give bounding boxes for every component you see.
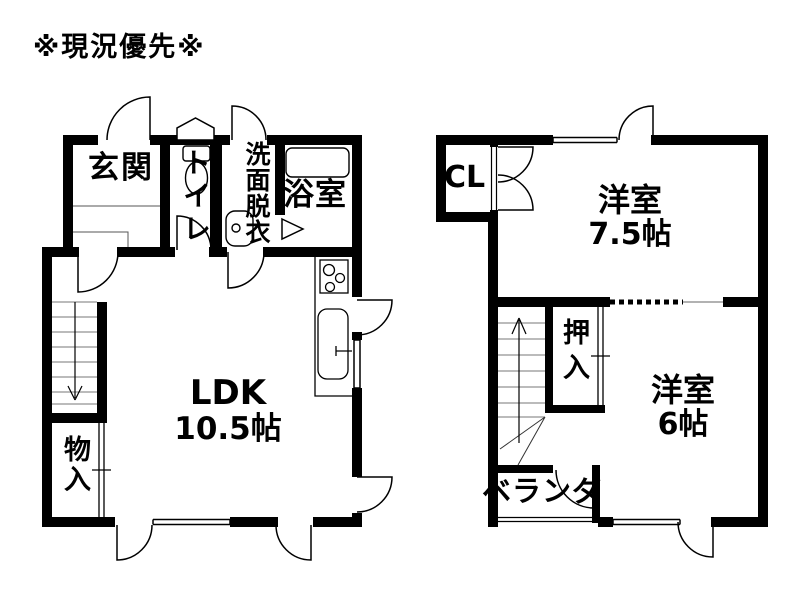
oshiire-sliding-door: [591, 307, 610, 405]
kitchen-window: [353, 339, 361, 389]
label-ldk-size: 10.5帖: [174, 411, 282, 447]
entrance-door-swing: [106, 96, 151, 141]
ldk-bottom-window: [152, 518, 231, 526]
label-west-room1-size: 7.5帖: [588, 217, 672, 252]
label-west-room1-name: 洋室: [597, 181, 662, 219]
label-oshiire: 押入: [558, 318, 589, 388]
stair-down-arrow-icon: [67, 302, 83, 401]
label-genkan: 玄関: [88, 150, 154, 186]
kitchen-side-door-swing: [356, 299, 393, 336]
floor2-walls: [436, 135, 768, 527]
bay-pentagon-icon: [176, 117, 215, 141]
veranda-railing: [498, 516, 592, 523]
bath-folding-door-icon: [281, 217, 305, 241]
ldk-bottom-left-door-swing: [116, 524, 153, 561]
genkan-step-lines: [73, 205, 160, 247]
label-west-room2-name: 洋室: [650, 371, 715, 409]
door-swings-1f: [77, 96, 393, 561]
room2-bottom-window: [612, 518, 681, 526]
label-closet: CL: [444, 160, 486, 195]
closet-closed-door-lines: [490, 147, 498, 210]
washroom-rear-door-swing: [231, 105, 267, 141]
label-ldk-name: LDK: [189, 373, 267, 413]
toilet-door-swing: [176, 215, 212, 251]
label-washroom: 洗面脱衣: [242, 141, 271, 245]
label-storage: 物入: [59, 435, 90, 495]
stairs-1f: [52, 301, 97, 405]
note-label: ※現況優先※: [33, 32, 206, 63]
veranda-door-swing: [555, 469, 595, 509]
stove-icon: [319, 259, 349, 294]
floor2-plan: [436, 105, 768, 558]
kitchen-sink-icon: [317, 308, 352, 380]
door-swings-2f: [497, 105, 714, 558]
kitchen-counter: [314, 257, 352, 397]
window-icons-2f: [552, 136, 681, 526]
closet-double-door-swing: [497, 146, 534, 211]
label-veranda: ベランダ: [482, 474, 603, 508]
genkan-ldk-door-swing: [77, 251, 119, 293]
window-icons-1f: [152, 339, 361, 526]
stair-up-arrow-icon: [511, 317, 527, 443]
stair-winder-lines: [499, 416, 546, 466]
stairs-2f: [498, 317, 546, 466]
ldk-bottom-right-door-swing: [275, 524, 312, 561]
room1-top-door-swing: [618, 105, 654, 141]
label-toilet: トイレ: [179, 148, 212, 247]
label-bathroom: 浴室: [283, 177, 347, 213]
label-west-room2-size: 6帖: [657, 407, 709, 442]
stair-treads-2f: [498, 322, 545, 418]
room1-top-window: [552, 136, 618, 144]
ldk-side-door-swing: [356, 476, 393, 513]
washroom-ldk-door-swing: [227, 251, 265, 289]
storage-sliding-door: [92, 423, 111, 517]
toilet-icon: [182, 145, 211, 195]
bathtub-icon: [285, 147, 350, 178]
washbasin-icon: [225, 210, 254, 247]
room2-bottom-door-swing: [677, 521, 714, 558]
floor1-plan: [42, 96, 393, 561]
floor1-walls: [42, 135, 362, 527]
